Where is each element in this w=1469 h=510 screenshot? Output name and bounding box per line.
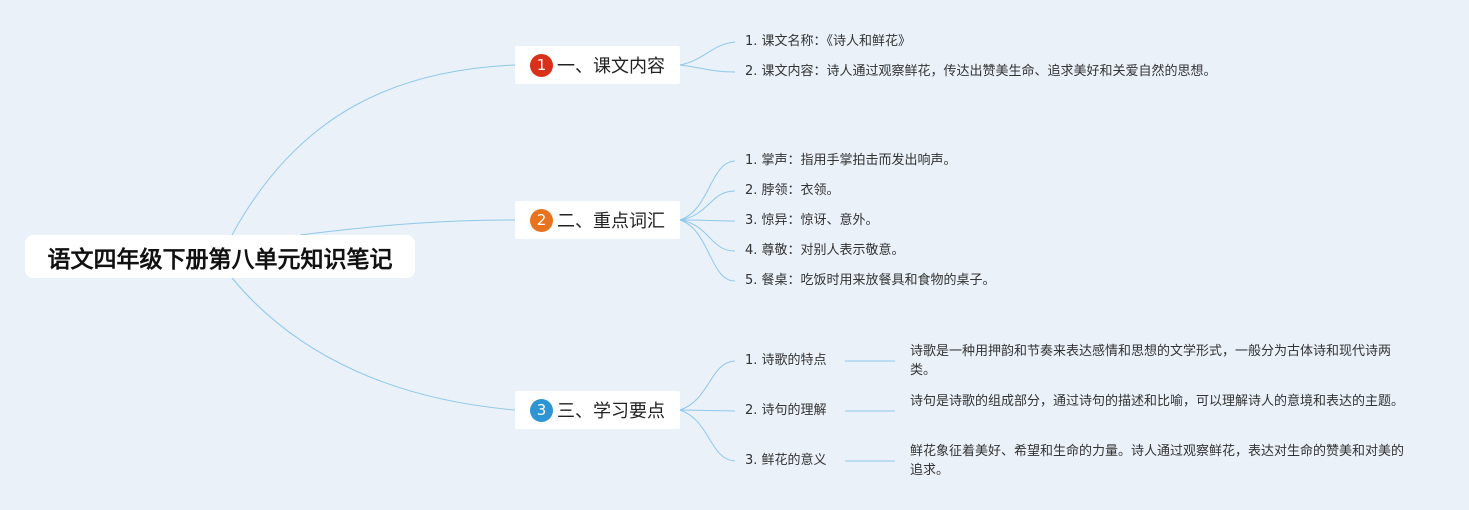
leaf-text: 5. 餐桌：吃饭时用来放餐具和食物的桌子。 [745, 273, 996, 288]
connector-branch-2-item-2 [679, 190, 736, 221]
leaf-point-1[interactable]: 1. 诗歌的特点 [745, 351, 827, 370]
connector-root-branch-1 [231, 64, 516, 236]
connector-branch-2-item-3 [679, 219, 736, 222]
leaf-point-2[interactable]: 2. 诗句的理解 [745, 401, 827, 420]
root-title: 语文四年级下册第八单元知识笔记 [47, 246, 393, 273]
leaf-text: 2. 课文内容：诗人通过观察鲜花，传达出赞美生命、追求美好和关爱自然的思想。 [745, 64, 1217, 79]
leaf-lesson-summary[interactable]: 2. 课文内容：诗人通过观察鲜花，传达出赞美生命、追求美好和关爱自然的思想。 [745, 62, 1230, 81]
connector-branch-1-item-2 [679, 64, 736, 73]
connector-branch-3-item-1 [679, 360, 736, 411]
detail-text: 鲜花象征着美好、希望和生命的力量。诗人通过观察鲜花，表达对生命的赞美和对美的追求… [910, 444, 1405, 478]
leaf-text: 1. 课文名称：《诗人和鲜花》 [745, 34, 912, 49]
connector-branch-3-item-3 [679, 409, 736, 462]
leaf-text: 4. 尊敬：对别人表示敬意。 [745, 243, 905, 258]
detail-point-2[interactable]: 诗句是诗歌的组成部分，通过诗句的描述和比喻，可以理解诗人的意境和表达的主题。 [910, 392, 1405, 411]
root-topic[interactable]: 语文四年级下册第八单元知识笔记 [25, 235, 415, 278]
connector-branch-2-item-4 [679, 219, 736, 252]
branch-title: 二、重点词汇 [557, 211, 665, 232]
leaf-text: 3. 惊异：惊讶、意外。 [745, 213, 879, 228]
detail-point-3[interactable]: 鲜花象征着美好、希望和生命的力量。诗人通过观察鲜花，表达对生命的赞美和对美的追求… [910, 442, 1405, 480]
branch-learning-points[interactable]: 3 三、学习要点 [515, 391, 680, 429]
leaf-vocab-4[interactable]: 4. 尊敬：对别人表示敬意。 [745, 241, 905, 260]
number-badge-3: 3 [530, 398, 553, 422]
detail-text: 诗句是诗歌的组成部分，通过诗句的描述和比喻，可以理解诗人的意境和表达的主题。 [910, 394, 1405, 409]
leaf-point-3[interactable]: 3. 鲜花的意义 [745, 451, 827, 470]
branch-title: 一、课文内容 [557, 56, 665, 77]
branch-title: 三、学习要点 [557, 401, 665, 422]
leaf-text: 1. 诗歌的特点 [745, 353, 827, 368]
connector-branch-3-item-2 [679, 409, 736, 412]
leaf-lesson-title[interactable]: 1. 课文名称：《诗人和鲜花》 [745, 32, 911, 51]
detail-text: 诗歌是一种用押韵和节奏来表达感情和思想的文学形式，一般分为古体诗和现代诗两类。 [910, 344, 1392, 378]
number-badge-2: 2 [530, 208, 553, 232]
branch-lesson-content[interactable]: 1 一、课文内容 [515, 46, 680, 84]
branch-key-vocabulary[interactable]: 2 二、重点词汇 [515, 201, 680, 239]
detail-point-1[interactable]: 诗歌是一种用押韵和节奏来表达感情和思想的文学形式，一般分为古体诗和现代诗两类。 [910, 342, 1405, 380]
connector-branch-2-item-1 [679, 160, 736, 221]
connector-root-branch-3 [231, 277, 516, 411]
number-badge-1: 1 [530, 53, 553, 77]
leaf-text: 2. 诗句的理解 [745, 403, 827, 418]
connector-branch-1-item-1 [679, 41, 736, 66]
leaf-text: 3. 鲜花的意义 [745, 453, 827, 468]
leaf-vocab-2[interactable]: 2. 脖领：衣领。 [745, 181, 840, 200]
leaf-text: 1. 掌声：指用手掌拍击而发出响声。 [745, 153, 957, 168]
leaf-vocab-3[interactable]: 3. 惊异：惊讶、意外。 [745, 211, 879, 230]
connector-branch-2-item-5 [679, 219, 736, 282]
leaf-vocab-1[interactable]: 1. 掌声：指用手掌拍击而发出响声。 [745, 151, 957, 170]
leaf-text: 2. 脖领：衣领。 [745, 183, 840, 198]
leaf-vocab-5[interactable]: 5. 餐桌：吃饭时用来放餐具和食物的桌子。 [745, 271, 996, 290]
connector-root-branch-2 [299, 219, 516, 236]
